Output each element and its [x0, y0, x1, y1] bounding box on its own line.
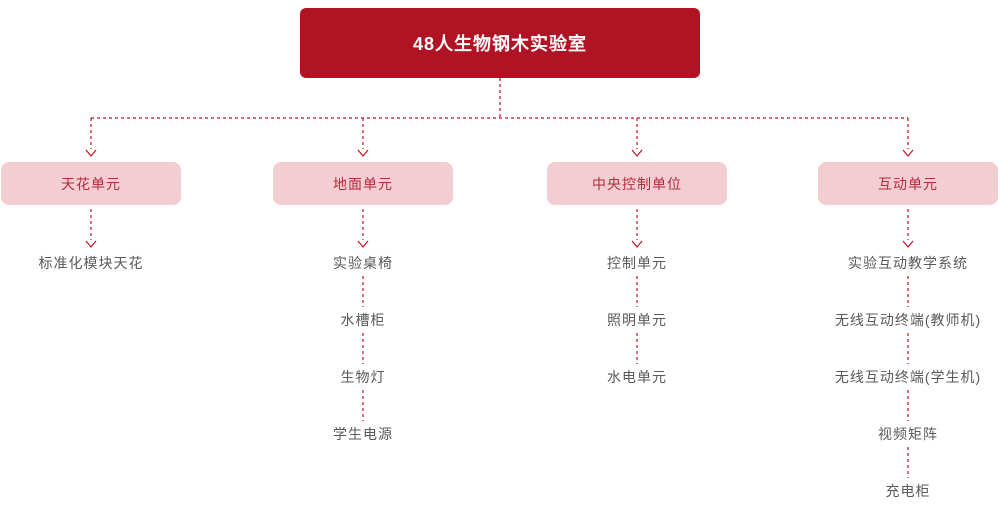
leaf-node: 实验互动教学系统	[848, 255, 968, 271]
leaf-node: 充电柜	[885, 483, 931, 499]
arrow-down-icon	[631, 149, 643, 157]
arrow-down-icon	[357, 240, 369, 248]
group-node-label: 中央控制单位	[592, 175, 682, 192]
group-node-central-control-unit: 中央控制单位	[547, 162, 727, 205]
group-node-label: 天花单元	[61, 175, 121, 192]
arrow-down-icon	[357, 149, 369, 157]
leaf-node: 标准化模块天花	[38, 255, 144, 271]
leaf-node: 实验桌椅	[333, 255, 393, 271]
arrow-down-icon	[631, 240, 643, 248]
arrow-down-icon	[85, 149, 97, 157]
leaf-node: 无线互动终端(学生机)	[834, 369, 982, 385]
group-node-label: 互动单元	[878, 175, 938, 192]
arrow-down-icon	[902, 149, 914, 157]
group-node-label: 地面单元	[333, 175, 393, 192]
leaf-node: 学生电源	[333, 426, 393, 442]
leaf-node: 无线互动终端(教师机)	[834, 312, 982, 328]
group-node-interactive-unit: 互动单元	[818, 162, 998, 205]
group-node-ceiling-unit: 天花单元	[1, 162, 181, 205]
leaf-node: 照明单元	[607, 312, 667, 328]
leaf-node: 控制单元	[607, 255, 667, 271]
arrow-down-icon	[85, 240, 97, 248]
root-node-label: 48人生物钢木实验室	[412, 34, 588, 54]
leaf-node: 水电单元	[607, 369, 667, 385]
root-node: 48人生物钢木实验室	[300, 8, 700, 78]
leaf-node: 水槽柜	[340, 312, 386, 328]
leaf-node: 生物灯	[340, 369, 386, 385]
group-node-floor-unit: 地面单元	[273, 162, 453, 205]
leaf-node: 视频矩阵	[878, 426, 938, 442]
arrow-down-icon	[902, 240, 914, 248]
